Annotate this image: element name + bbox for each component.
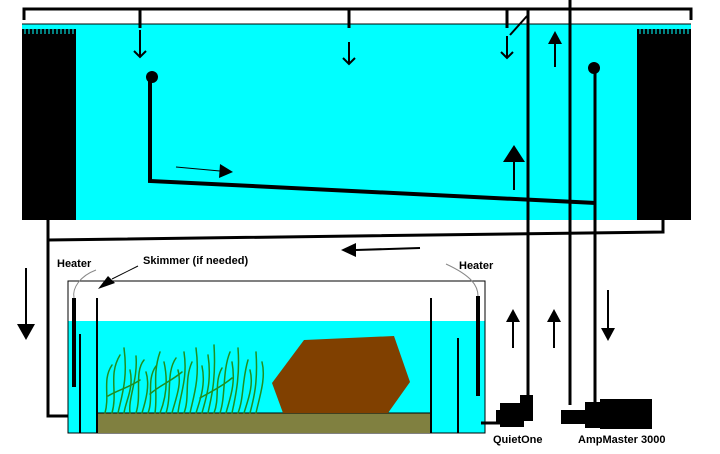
skimmer-arrow-icon: [98, 276, 115, 289]
manifold-diagonal: [509, 15, 528, 36]
overflow-box-left: [22, 29, 76, 220]
heater-right: [445, 263, 480, 396]
left-down-arrow: [17, 268, 35, 340]
skimmer-label: Skimmer (if needed): [143, 255, 249, 267]
pump-label-quietone: QuietOne: [493, 434, 543, 446]
pump-ampmaster: [561, 399, 652, 429]
vertical-pipes: [526, 0, 597, 405]
heater-label-left: Heater: [57, 258, 92, 270]
down-arrow-icon: [601, 328, 615, 341]
pump-arrows: [506, 290, 615, 348]
live-rock: [272, 336, 410, 413]
display-tank: [22, 23, 691, 220]
flow-arrow-left-icon: [341, 243, 356, 257]
up-arrow-icon: [506, 309, 520, 322]
up-arrows-tank: [503, 31, 562, 190]
pump-label-ampmaster: AmpMaster 3000: [578, 434, 666, 446]
drain-pipes: [46, 220, 665, 418]
down-arrow-icon: [17, 324, 35, 340]
closed-loop-intake: [146, 71, 597, 205]
drain-flow-arrow: [341, 243, 421, 257]
up-arrow-icon: [503, 145, 525, 162]
overflow-box-right: [637, 29, 691, 220]
sump-substrate: [98, 413, 431, 433]
intake-strainer-right: [588, 62, 600, 74]
intake-strainer-left: [146, 71, 158, 83]
display-tank-water: [22, 24, 691, 220]
return-outlet-arrows: [133, 30, 514, 66]
pump-quietone: [496, 395, 533, 427]
overflow-teeth-left: [24, 29, 74, 34]
plants: [104, 344, 265, 414]
return-manifold: [22, 7, 693, 28]
flow-arrow-right-icon: [219, 164, 233, 178]
heater-label-right: Heater: [459, 260, 494, 272]
skimmer-pointer: [98, 265, 139, 289]
overflow-teeth-right: [639, 29, 689, 34]
heater-left: [72, 269, 97, 387]
up-arrow-icon: [547, 309, 561, 322]
